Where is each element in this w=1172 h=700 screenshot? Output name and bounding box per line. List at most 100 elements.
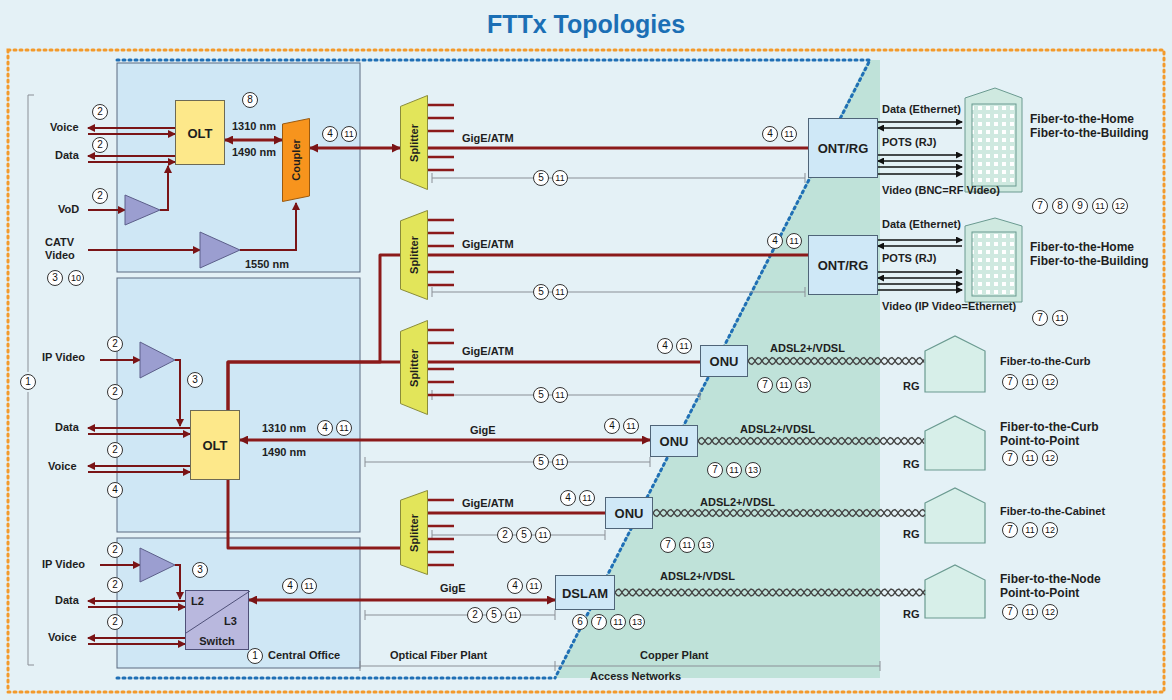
callout-number: 11: [786, 233, 802, 249]
splitter-output-stub: [428, 394, 454, 397]
callout-number: 11: [579, 490, 595, 506]
text-label: ADSL2+/VDSL: [700, 496, 775, 509]
node-label: ONT/RG: [818, 141, 869, 156]
drawing-part: [555, 60, 880, 678]
splitter-output-stub: [428, 381, 454, 384]
callout-number: 3: [187, 372, 203, 388]
drawing-part: [175, 360, 180, 426]
drawing-part: [925, 336, 985, 392]
splitter-shape: [401, 211, 428, 300]
callout-number: 11: [679, 537, 695, 553]
fiber-connector: [428, 361, 700, 364]
text-label: IP Video: [42, 558, 85, 571]
drawing-part: [365, 457, 650, 467]
drawing-part: [88, 127, 175, 129]
drawing-part: [432, 173, 805, 183]
callout-number: 11: [336, 420, 352, 436]
onu-box: DSLAM: [555, 575, 615, 610]
drawing-part: [878, 154, 962, 155]
copper-pair: [748, 358, 924, 365]
callout-number: 7: [1002, 604, 1018, 620]
text-label: Fiber-to-the-Home Fiber-to-the-Building: [1030, 112, 1162, 140]
splitter-output-stub: [428, 169, 454, 172]
text-label: Optical Fiber Plant: [390, 649, 487, 662]
node-label: Splitter: [408, 514, 420, 552]
callout-number: 7: [707, 462, 723, 478]
callout-number: 11: [781, 126, 797, 142]
callout-number: 5: [533, 170, 549, 186]
onu-box: ONU: [650, 425, 698, 457]
splitter-output-stub: [428, 219, 454, 222]
diagram-title: FTTx Topologies: [0, 10, 1172, 39]
drawing-part: [88, 433, 190, 435]
splitter-output-stub: [428, 104, 454, 107]
callout-number: 7: [660, 537, 676, 553]
drawing-part: [878, 173, 962, 174]
text-label: Data: [55, 594, 79, 607]
amplifier-symbols: [125, 195, 240, 582]
text-label: CATV Video: [45, 236, 85, 262]
splitter-box: Splitter: [400, 320, 428, 415]
callout-number: 4: [560, 490, 576, 506]
splitter-output-stub: [428, 499, 454, 502]
drawing-part: [88, 471, 190, 473]
callout-number: 4: [322, 126, 338, 142]
callout-number: 4: [762, 126, 778, 142]
callout-number: 13: [745, 462, 761, 478]
callout-number: 11: [726, 462, 742, 478]
splitter-box: Splitter: [400, 490, 428, 575]
drawing-part: [965, 218, 1022, 302]
callout-number: 11: [1052, 310, 1068, 326]
text-label: ADSL2+/VDSL: [740, 423, 815, 436]
text-label: Fiber-to-the-Home Fiber-to-the-Building: [1030, 240, 1162, 268]
text-label: Data (Ethernet): [882, 103, 961, 116]
fiber-connector: [428, 512, 605, 515]
callout-number: 2: [107, 442, 123, 458]
regions: [8, 50, 1164, 692]
drawing-part: [360, 661, 880, 671]
callout-number: 2: [107, 542, 123, 558]
onu-box: ONU: [700, 345, 748, 377]
drawing-part: [88, 209, 125, 211]
callout-number: 2: [107, 336, 123, 352]
callout-number: 5: [533, 387, 549, 403]
drawing-part: [925, 565, 985, 618]
fiber-connector: [225, 139, 282, 142]
coupler-box: Coupler: [282, 118, 310, 202]
callout-number: 11: [526, 578, 542, 594]
olt-box: OLT: [175, 100, 225, 165]
text-label: 1490 nm: [232, 146, 276, 159]
splitter-output-stub: [428, 156, 454, 159]
node-label: Splitter: [408, 124, 420, 162]
text-label: 1550 nm: [245, 258, 289, 271]
switch-divider: [186, 591, 250, 633]
callout-number: 11: [552, 170, 568, 186]
callout-number: 4: [107, 482, 123, 498]
text-label: Video (BNC=RF Video): [882, 184, 1000, 197]
drawing-part: [140, 342, 175, 378]
callout-number: 2: [92, 104, 108, 120]
callout-number: 8: [242, 92, 258, 108]
callout-number: 8: [1052, 198, 1068, 214]
splitter-shape: [401, 491, 428, 575]
callout-number: 12: [1042, 450, 1058, 466]
splitter-box: Splitter: [400, 95, 428, 190]
fiber-connector: [240, 439, 650, 442]
text-label: Access Networks: [590, 670, 681, 683]
callout-number: 5: [516, 527, 532, 543]
callout-number: 4: [282, 578, 298, 594]
callout-number: 11: [341, 126, 357, 142]
text-label: Voice: [48, 631, 77, 644]
splitter-output-stub: [428, 564, 454, 567]
copper-pair: [653, 510, 925, 517]
splitter-output-stub: [428, 538, 454, 541]
callout-number: 5: [486, 607, 502, 623]
drawing-part: [117, 538, 360, 668]
callout-number: 11: [610, 614, 626, 630]
callout-number: 11: [1022, 604, 1038, 620]
callout-number: 11: [301, 578, 317, 594]
node-label: Switch: [186, 635, 248, 647]
edge-label: GigE/ATM: [462, 345, 514, 358]
drawing-part: [88, 606, 185, 608]
subscriber-lines: [878, 122, 962, 290]
